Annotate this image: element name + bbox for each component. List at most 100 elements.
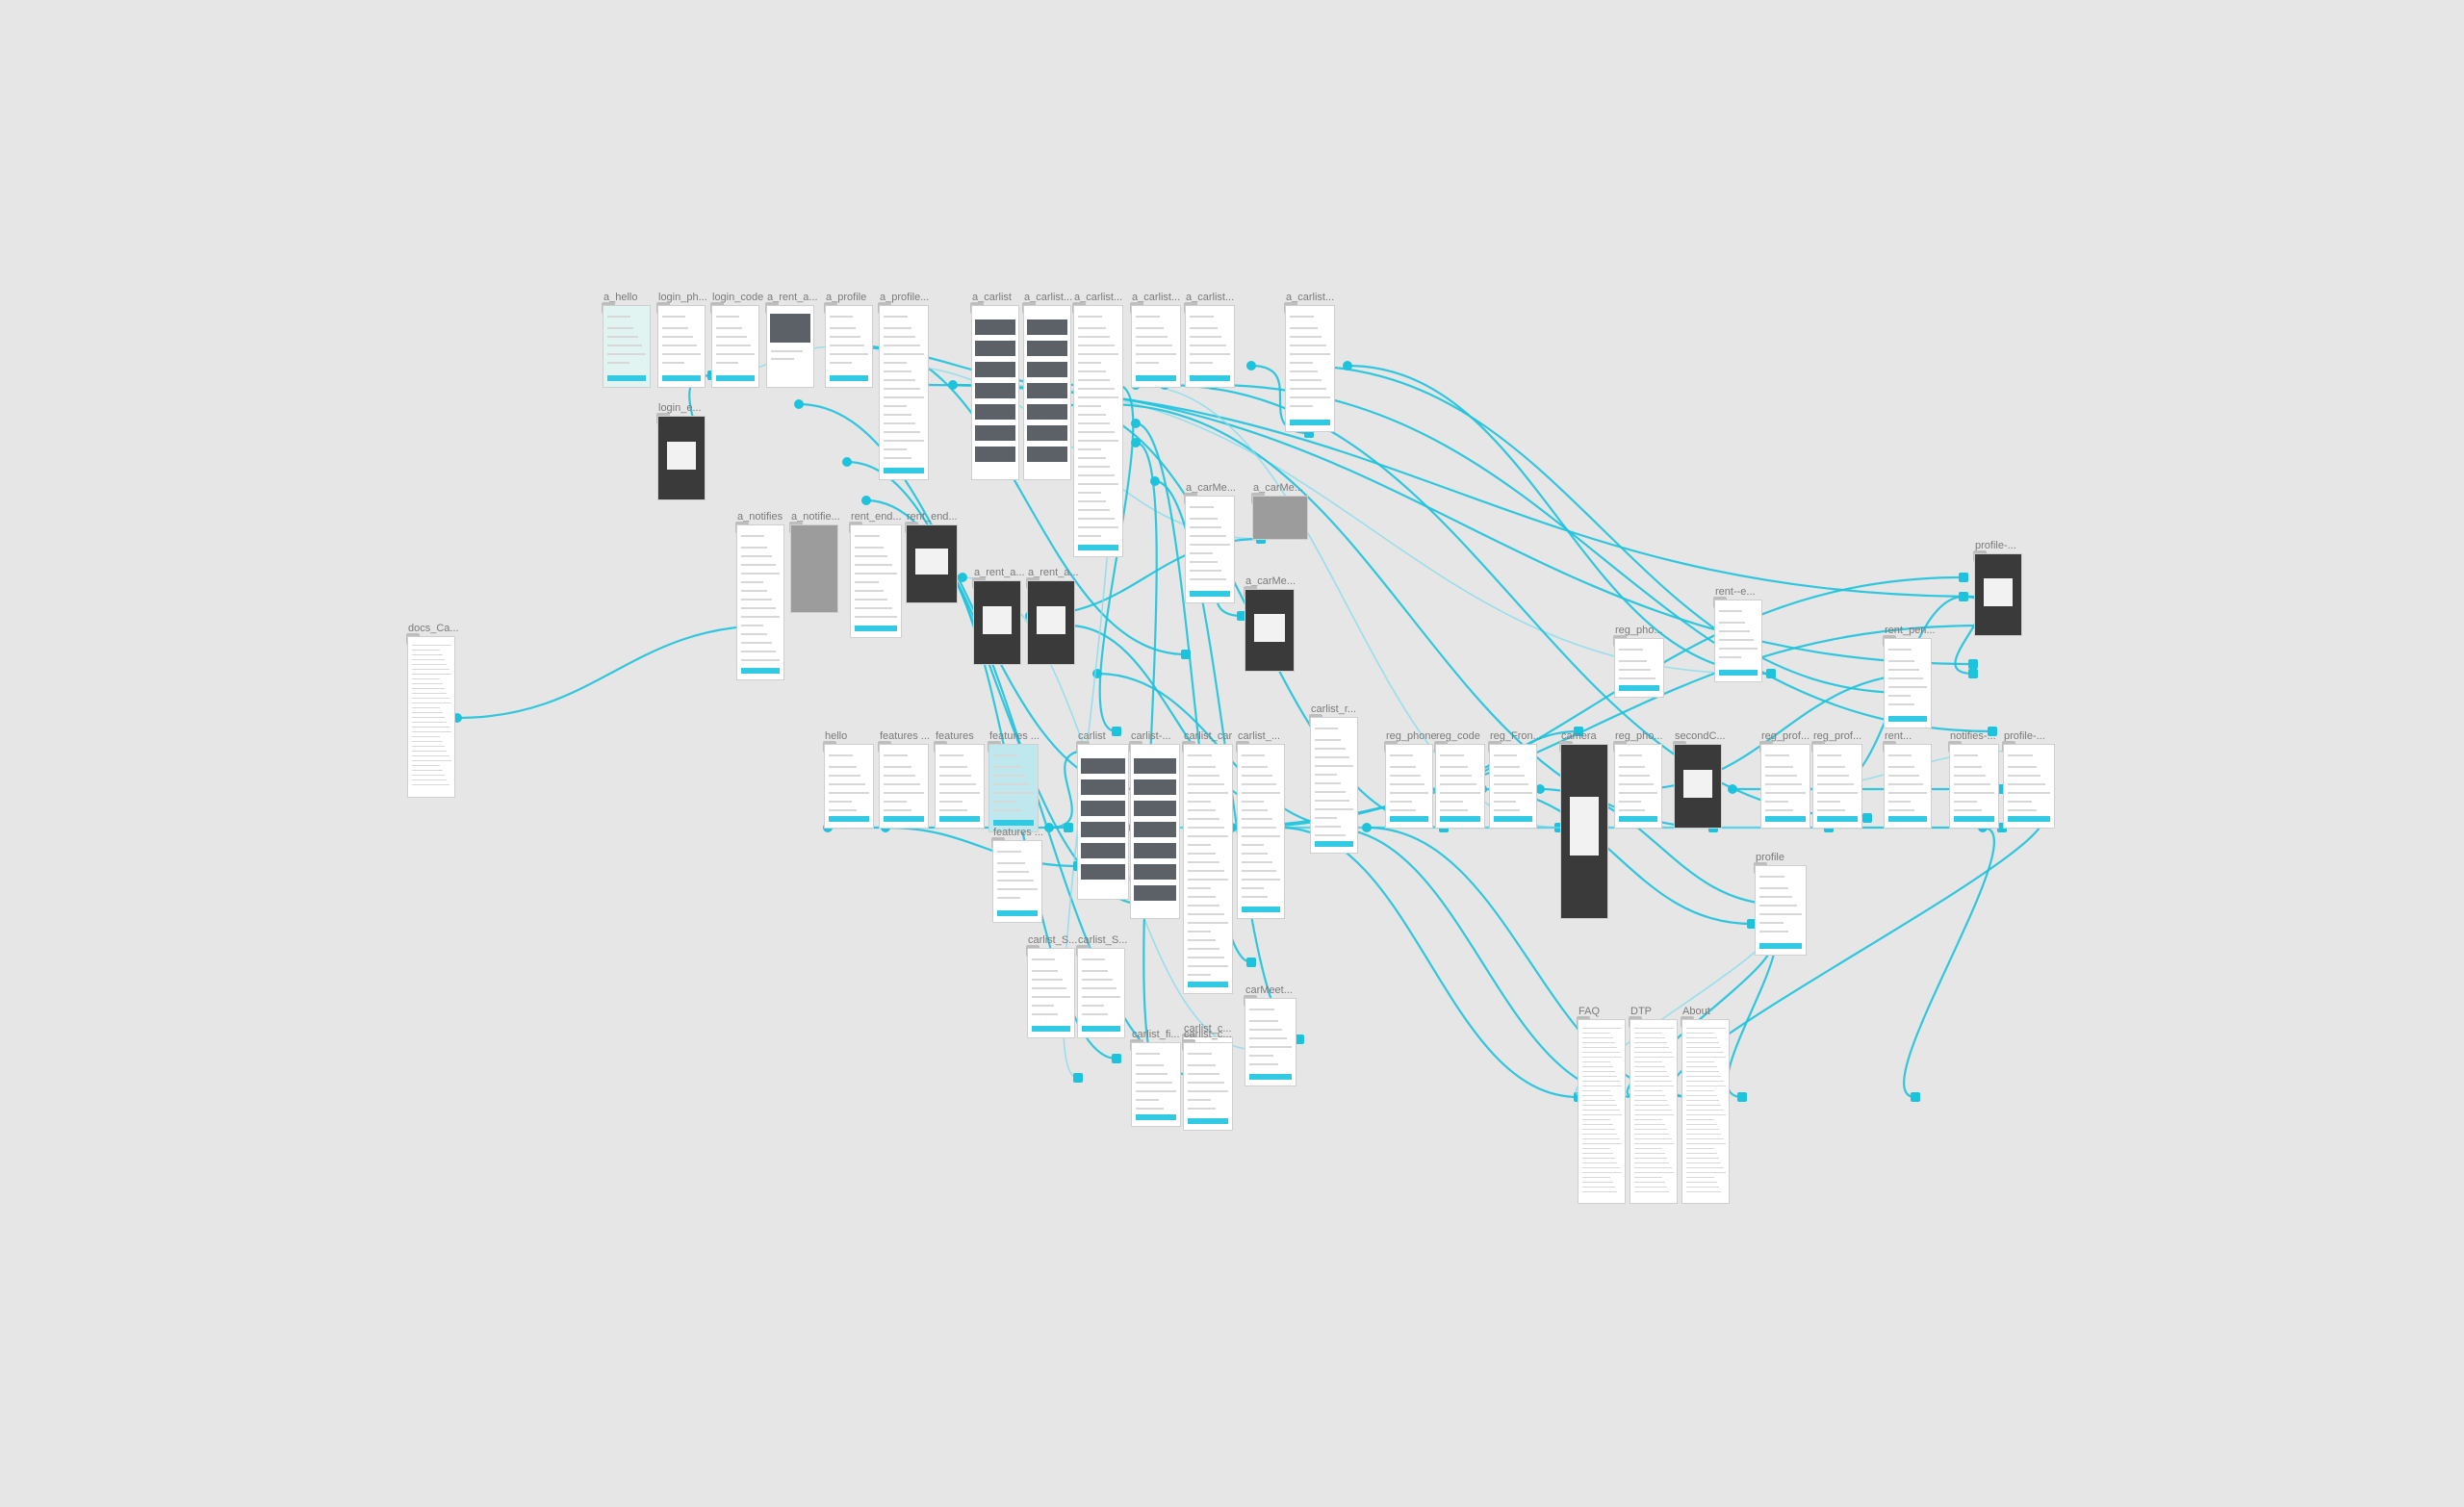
artboard[interactable] — [1615, 639, 1663, 697]
artboard[interactable] — [974, 581, 1020, 664]
artboard[interactable] — [1132, 1043, 1180, 1126]
connection-source-dot[interactable] — [1343, 361, 1352, 370]
artboard[interactable] — [658, 306, 705, 387]
connection-source-dot[interactable] — [1044, 823, 1054, 832]
connection-target-port[interactable] — [1968, 669, 1978, 678]
artboard[interactable] — [1286, 306, 1334, 431]
artboard[interactable] — [1761, 745, 1810, 828]
connection-wire[interactable] — [1298, 364, 1907, 695]
artboard[interactable] — [826, 306, 872, 387]
artboard[interactable] — [1386, 745, 1432, 828]
artboard[interactable] — [1436, 745, 1484, 828]
connection-source-dot[interactable] — [948, 380, 958, 390]
artboard[interactable] — [972, 306, 1018, 479]
artboard[interactable] — [1813, 745, 1861, 828]
connection-target-port[interactable] — [1237, 611, 1246, 621]
connection-target-port[interactable] — [1112, 1054, 1121, 1063]
connection-wire[interactable] — [1347, 364, 1772, 676]
artboard[interactable] — [1245, 999, 1296, 1086]
connection-wire[interactable] — [1212, 383, 1993, 733]
artboard[interactable] — [1578, 1020, 1625, 1203]
connection-source-dot[interactable] — [842, 457, 852, 467]
artboard[interactable] — [1184, 1043, 1232, 1130]
connection-source-dot[interactable] — [1131, 419, 1141, 428]
connection-target-port[interactable] — [1911, 1092, 1920, 1102]
connection-source-dot[interactable] — [958, 573, 967, 582]
connection-target-port[interactable] — [1747, 919, 1757, 929]
artboard[interactable] — [712, 306, 758, 387]
artboard[interactable] — [1028, 581, 1074, 664]
connection-target-port[interactable] — [1073, 1073, 1083, 1083]
connection-wire[interactable] — [1279, 826, 1579, 1099]
connection-source-dot[interactable] — [794, 399, 804, 409]
artboard[interactable] — [408, 637, 454, 797]
connection-source-dot[interactable] — [452, 713, 462, 723]
artboard[interactable] — [936, 745, 984, 828]
connection-wire[interactable] — [1098, 383, 1135, 733]
artboard[interactable] — [993, 841, 1041, 922]
artboard[interactable] — [1311, 718, 1357, 853]
connection-target-port[interactable] — [1862, 813, 1872, 823]
connection-target-port[interactable] — [1766, 669, 1776, 678]
artboard[interactable] — [1131, 745, 1179, 918]
artboard[interactable] — [1028, 949, 1074, 1037]
connection-target-port[interactable] — [1574, 727, 1583, 736]
connection-wire[interactable] — [1048, 749, 1089, 830]
artboard[interactable] — [1024, 306, 1070, 479]
artboard[interactable] — [851, 525, 901, 637]
connection-wire[interactable] — [952, 383, 1974, 666]
artboard[interactable] — [1186, 497, 1234, 602]
artboard[interactable] — [1630, 1020, 1677, 1203]
artboard[interactable] — [2004, 745, 2054, 828]
connection-target-port[interactable] — [1295, 1034, 1304, 1044]
connection-target-port[interactable] — [1737, 1092, 1747, 1102]
connection-target-port[interactable] — [1988, 727, 1997, 736]
artboard[interactable] — [1975, 554, 2021, 635]
artboard[interactable] — [1885, 745, 1931, 828]
artboard[interactable] — [880, 745, 928, 828]
connection-wire[interactable] — [1903, 826, 1995, 1099]
artboard[interactable] — [989, 745, 1038, 831]
connection-target-port[interactable] — [1112, 727, 1121, 736]
artboard[interactable] — [1490, 745, 1536, 828]
connection-target-port[interactable] — [1246, 958, 1256, 967]
artboard[interactable] — [603, 306, 650, 387]
artboard[interactable] — [825, 745, 873, 828]
connection-target-port[interactable] — [1959, 573, 1968, 582]
artboard[interactable] — [1615, 745, 1661, 828]
connection-wire[interactable] — [1135, 384, 1560, 829]
connection-source-dot[interactable] — [1246, 361, 1256, 370]
artboard[interactable] — [1074, 306, 1122, 556]
artboard[interactable] — [1238, 745, 1284, 918]
artboard[interactable] — [1715, 600, 1761, 681]
artboard[interactable] — [880, 306, 928, 479]
artboard[interactable] — [1682, 1020, 1729, 1203]
artboard[interactable] — [767, 306, 813, 387]
artboard[interactable] — [1078, 745, 1128, 899]
connection-wire[interactable] — [456, 624, 771, 720]
artboard[interactable] — [737, 525, 783, 679]
artboard[interactable] — [1675, 745, 1721, 828]
artboard[interactable] — [1078, 949, 1124, 1037]
artboard[interactable] — [907, 525, 957, 602]
connection-source-dot[interactable] — [1131, 438, 1141, 447]
artboard[interactable] — [1950, 745, 1998, 828]
connection-wire[interactable] — [798, 402, 1137, 791]
artboard[interactable] — [1186, 306, 1234, 387]
artboard[interactable] — [1132, 306, 1180, 387]
connection-source-dot[interactable] — [1535, 784, 1545, 794]
artboard[interactable] — [1184, 745, 1232, 993]
connection-target-port[interactable] — [1064, 823, 1073, 832]
connection-source-dot[interactable] — [1959, 592, 1968, 601]
connection-wire[interactable] — [1231, 575, 1964, 830]
artboard[interactable] — [658, 417, 705, 499]
connection-source-dot[interactable] — [1150, 476, 1160, 486]
artboard[interactable] — [791, 525, 837, 612]
artboard[interactable] — [1885, 639, 1931, 728]
artboard[interactable] — [1561, 745, 1607, 918]
artboard[interactable] — [1756, 866, 1806, 955]
connection-source-dot[interactable] — [1728, 784, 1737, 794]
connection-source-dot[interactable] — [861, 496, 871, 505]
artboard[interactable] — [1245, 590, 1294, 671]
